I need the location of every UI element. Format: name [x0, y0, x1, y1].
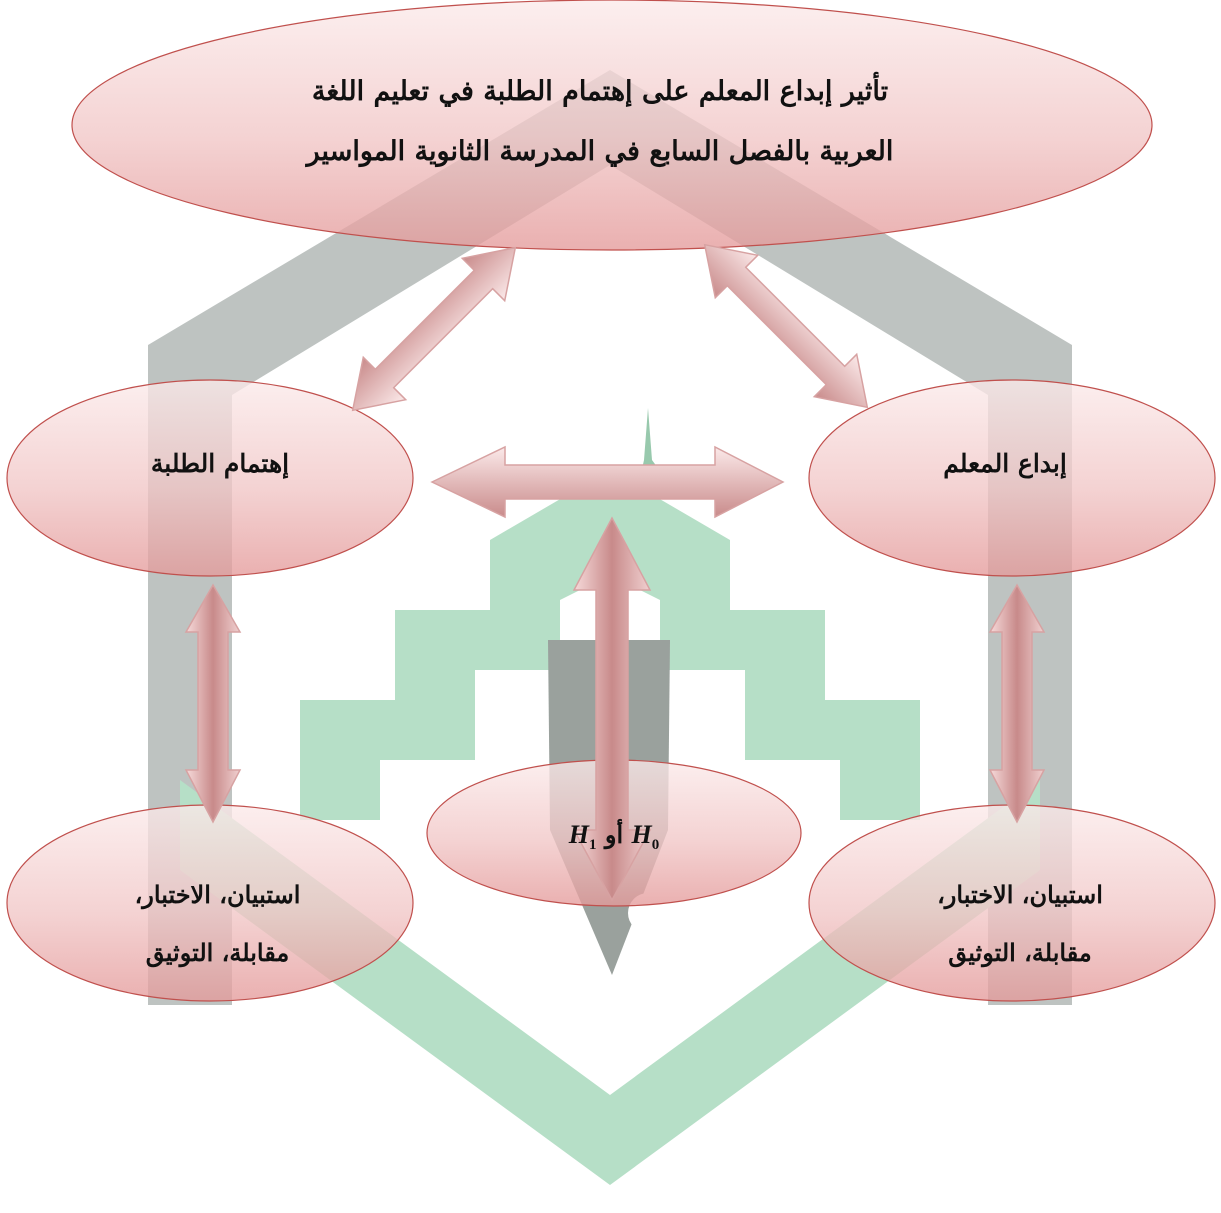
watermark-tower	[640, 408, 665, 478]
tools-left-label: استبيان، الاختبار، مقابلة، التوثيق	[40, 866, 395, 982]
teacher-creativity-label: إبداع المعلم	[943, 449, 1067, 478]
hypothesis-h0-sub: 0	[651, 837, 660, 854]
arrow-teacher-tools	[988, 583, 1046, 824]
hypothesis-h0: H0	[631, 820, 659, 853]
hypothesis-h1-letter: H	[568, 820, 589, 849]
watermark-gray-frame	[148, 70, 1072, 1005]
hypothesis-h1-sub: 1	[589, 837, 597, 854]
hypothesis-label: H1 أو H0	[432, 820, 796, 854]
arrow-student-teacher	[430, 445, 785, 519]
tools-right-label: استبيان، الاختبار، مقابلة، التوثيق	[830, 866, 1210, 982]
hypothesis-connector: أو	[604, 820, 624, 849]
student-interest-label: إهتمام الطلبة	[150, 449, 290, 478]
title-label: تأثير إبداع المعلم على إهتمام الطلبة في …	[150, 62, 1050, 182]
title-ellipse	[71, 0, 1153, 251]
student-interest-ellipse	[6, 379, 414, 577]
arrow-center-hypothesis	[572, 516, 652, 902]
watermark-green-chevron	[180, 780, 1040, 1185]
arrow-title-teacher	[703, 243, 869, 409]
arrow-student-tools	[184, 583, 242, 824]
arrow-title-student	[351, 246, 517, 412]
title-line-1: تأثير إبداع المعلم على إهتمام الطلبة في …	[311, 76, 889, 107]
tools-right-line-1: استبيان، الاختبار،	[937, 880, 1103, 909]
hypothesis-h1: H1	[568, 820, 597, 853]
tools-left-line-2: مقابلة، التوثيق	[145, 938, 290, 967]
teacher-creativity-ellipse	[808, 379, 1216, 577]
tools-left-line-1: استبيان، الاختبار،	[134, 880, 301, 909]
tools-right-line-2: مقابلة، التوثيق	[948, 938, 1092, 967]
hypothesis-h0-letter: H	[631, 820, 652, 849]
title-line-2: العربية بالفصل السابع في المدرسة الثانوي…	[306, 136, 894, 167]
watermark-green-steps	[300, 470, 920, 820]
